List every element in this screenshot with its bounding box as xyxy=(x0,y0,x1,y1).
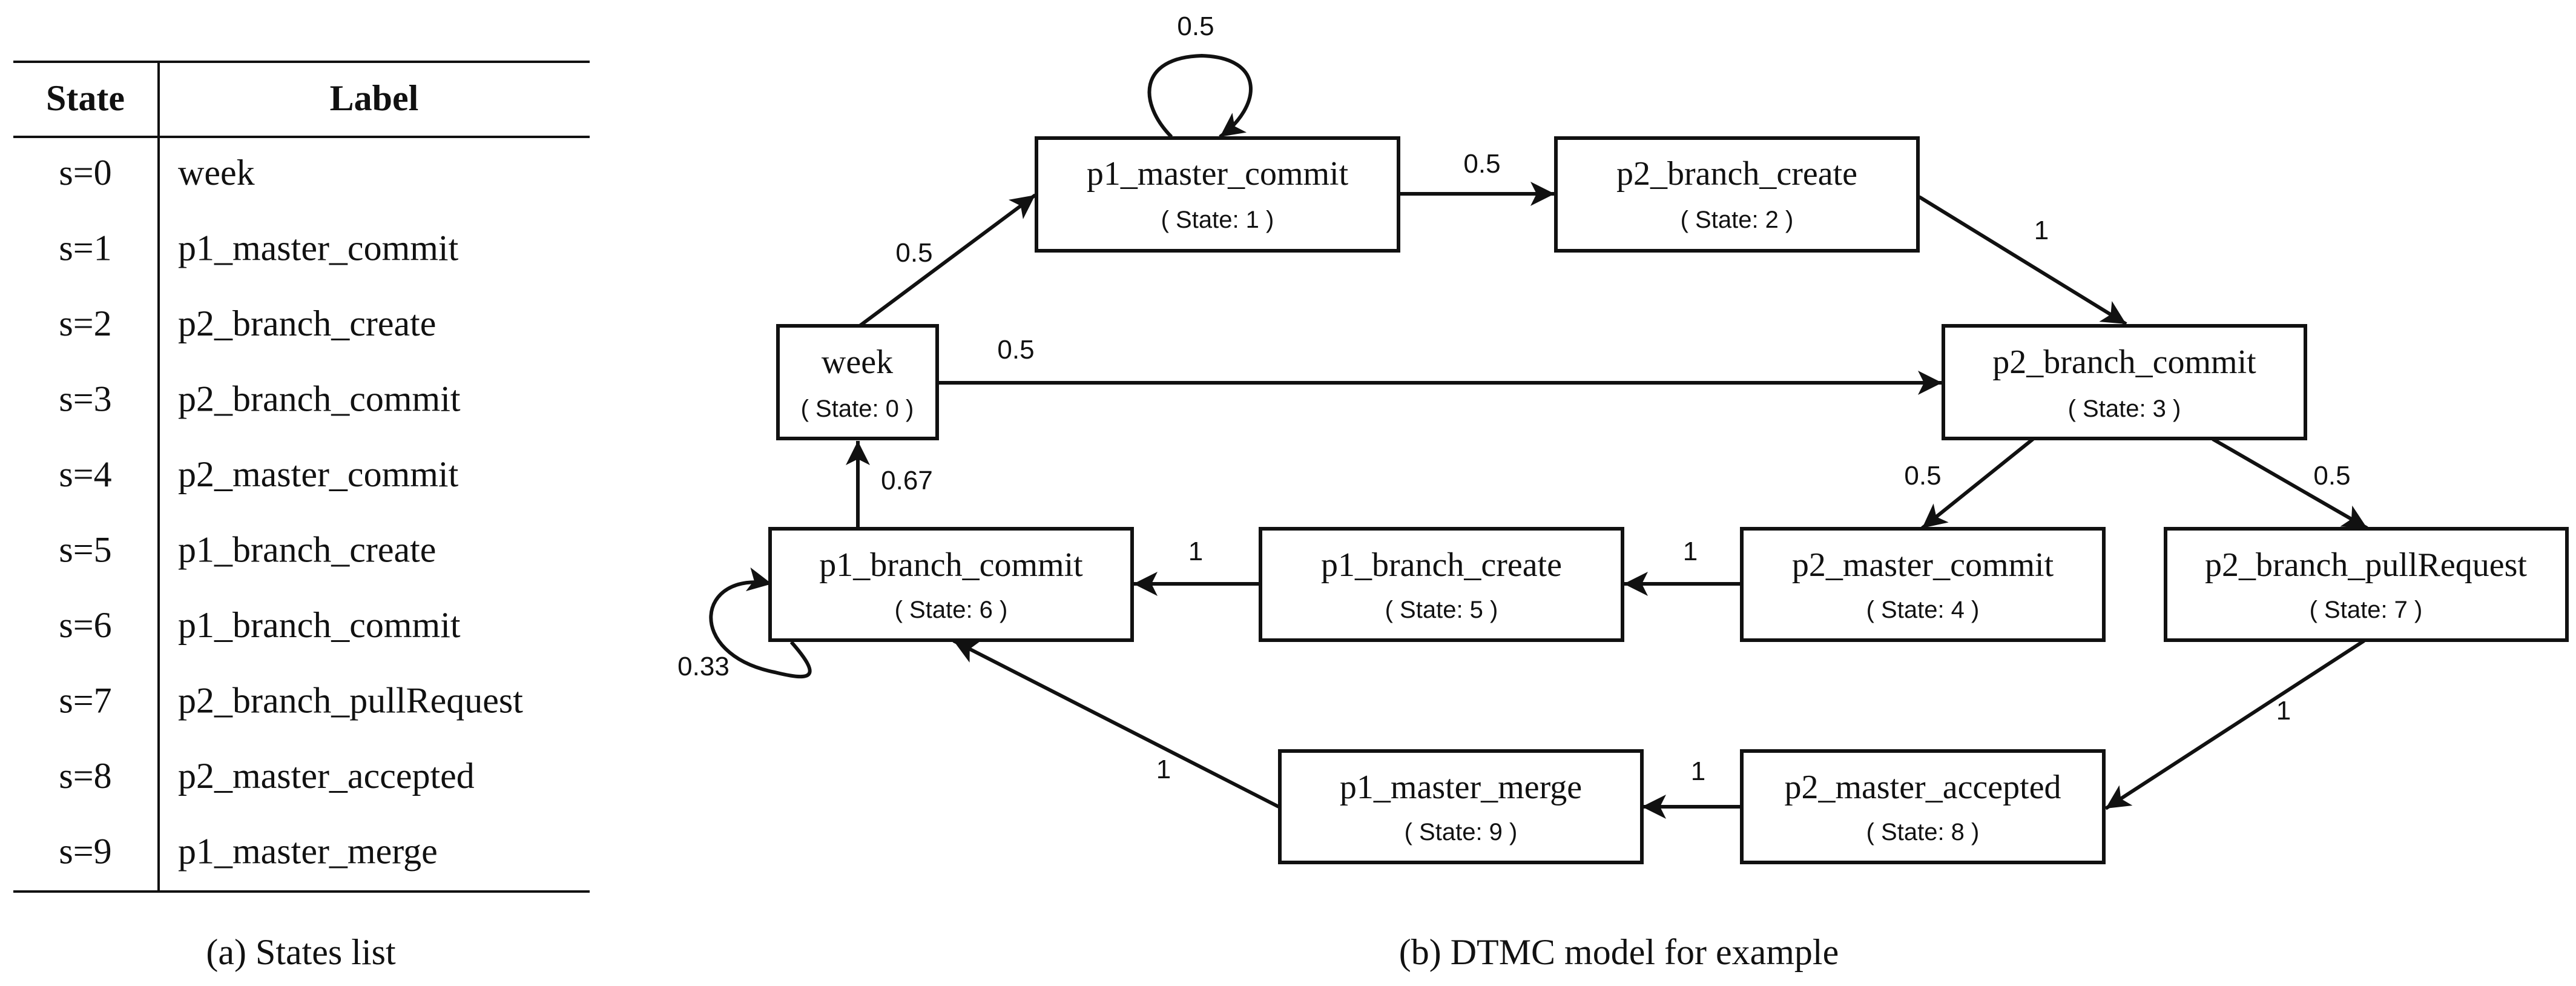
table-row: s=9 p1_master_merge xyxy=(59,832,437,872)
table-row: s=8 p2_master_accepted xyxy=(59,756,474,796)
diagram-caption: (b) DTMC model for example xyxy=(1399,932,1839,972)
table-row: s=5 p1_branch_create xyxy=(59,530,436,570)
node-label: p1_branch_commit xyxy=(819,546,1083,584)
node-label: week xyxy=(822,343,893,381)
node-state-5: p1_branch_create ( State: 5 ) xyxy=(1259,527,1624,642)
node-label: p2_branch_pullRequest xyxy=(2205,546,2527,584)
nodes: week ( State: 0 ) p1_master_commit ( Sta… xyxy=(768,136,2569,864)
table-cell-state: s=3 xyxy=(59,379,111,419)
node-state-6: p1_branch_commit ( State: 6 ) xyxy=(768,527,1134,642)
table-cell-state: s=0 xyxy=(59,153,111,193)
edge-label-9-6: 1 xyxy=(1156,755,1171,784)
table-row: s=4 p2_master_commit xyxy=(59,454,458,494)
edge-label-0-1: 0.5 xyxy=(895,238,932,268)
table-cell-label: p1_branch_commit xyxy=(178,605,461,645)
node-state-9: p1_master_merge ( State: 9 ) xyxy=(1278,749,1644,864)
edge-label-8-9: 1 xyxy=(1691,756,1705,786)
table-cell-label: p2_master_commit xyxy=(178,454,459,494)
node-state-3: p2_branch_commit ( State: 3 ) xyxy=(1942,324,2307,440)
node-state: ( State: 8 ) xyxy=(1866,819,1980,845)
table-header-state: State xyxy=(46,78,125,118)
table-cell-label: p1_branch_create xyxy=(178,530,436,570)
table-row: s=7 p2_branch_pullRequest xyxy=(59,681,523,721)
table-rows: s=0 week s=1 p1_master_commit s=2 p2_branch_c… xyxy=(59,153,523,872)
node-label: p1_branch_create xyxy=(1321,546,1562,584)
edge-2-3 xyxy=(1918,195,2127,326)
edge-9-6 xyxy=(952,639,1280,809)
node-label: p2_master_accepted xyxy=(1784,769,2061,806)
table-cell-state: s=8 xyxy=(59,756,111,796)
table-row: s=0 week xyxy=(59,153,254,193)
table-cell-label: p2_branch_commit xyxy=(178,379,461,419)
table-cell-label: p2_branch_pullRequest xyxy=(178,681,523,721)
node-state: ( State: 6 ) xyxy=(895,597,1008,623)
node-label: p1_master_merge xyxy=(1340,769,1582,806)
edge-label-3-4: 0.5 xyxy=(1904,461,1941,491)
edge-label-7-8: 1 xyxy=(2276,696,2291,726)
table-row: s=2 p2_branch_create xyxy=(59,303,436,343)
edge-3-7 xyxy=(2212,437,2368,530)
table-row: s=1 p1_master_commit xyxy=(59,228,458,268)
edge-label-2-3: 1 xyxy=(2034,216,2049,245)
node-state: ( State: 0 ) xyxy=(801,395,914,422)
edge-6-6 xyxy=(709,567,812,679)
node-state-7: p2_branch_pullRequest ( State: 7 ) xyxy=(2164,527,2569,642)
table-cell-state: s=1 xyxy=(59,228,111,268)
edge-7-8 xyxy=(2104,639,2365,810)
table-header-label: Label xyxy=(330,78,419,118)
edge-label-6-6: 0.33 xyxy=(677,652,730,681)
edge-0-1 xyxy=(858,193,1036,328)
table-cell-label: week xyxy=(178,153,255,193)
edge-label-1-2: 0.5 xyxy=(1463,149,1500,179)
node-state: ( State: 4 ) xyxy=(1866,597,1980,623)
edge-labels: 0.5 0.5 0.5 1 0.5 0.5 0.5 1 1 0.67 0.33 … xyxy=(677,12,2350,786)
edge-label-1-1: 0.5 xyxy=(1177,12,1214,41)
node-state: ( State: 3 ) xyxy=(2068,395,2181,422)
table-cell-state: s=5 xyxy=(59,530,111,570)
table-cell-label: p2_master_accepted xyxy=(178,756,475,796)
edge-3-4 xyxy=(1921,437,2034,530)
node-state-0: week ( State: 0 ) xyxy=(776,324,939,440)
dtmc-diagram: 0.5 0.5 0.5 1 0.5 0.5 0.5 1 1 0.67 0.33 … xyxy=(677,12,2569,972)
table-cell-state: s=6 xyxy=(59,605,111,645)
node-state-8: p2_master_accepted ( State: 8 ) xyxy=(1740,749,2106,864)
edges xyxy=(709,53,2368,819)
node-label: p2_branch_create xyxy=(1616,155,1857,193)
table-cell-label: p1_master_commit xyxy=(178,228,459,268)
table-cell-state: s=2 xyxy=(59,303,111,343)
edge-label-6-0: 0.67 xyxy=(881,466,933,495)
node-state: ( State: 1 ) xyxy=(1161,207,1274,233)
node-label: p2_master_commit xyxy=(1792,546,2054,584)
table-row: s=6 p1_branch_commit xyxy=(59,605,460,645)
edge-1-1 xyxy=(1147,53,1253,139)
table-cell-label: p1_master_merge xyxy=(178,832,438,872)
node-state-1: p1_master_commit ( State: 1 ) xyxy=(1035,136,1400,253)
edge-label-0-3: 0.5 xyxy=(997,335,1034,365)
node-label: p1_master_commit xyxy=(1087,155,1349,193)
edge-label-4-5: 1 xyxy=(1683,537,1698,566)
node-state: ( State: 5 ) xyxy=(1385,597,1498,623)
node-state: ( State: 9 ) xyxy=(1405,819,1518,845)
node-state-2: p2_branch_create ( State: 2 ) xyxy=(1554,136,1920,253)
table-cell-state: s=7 xyxy=(59,681,111,721)
table-row: s=3 p2_branch_commit xyxy=(59,379,460,419)
node-label: p2_branch_commit xyxy=(1992,343,2256,381)
edge-label-3-7: 0.5 xyxy=(2313,461,2350,491)
table-cell-state: s=4 xyxy=(59,454,111,494)
table-cell-state: s=9 xyxy=(59,832,111,872)
node-state: ( State: 2 ) xyxy=(1681,207,1794,233)
table-caption: (a) States list xyxy=(206,932,396,972)
node-state-4: p2_master_commit ( State: 4 ) xyxy=(1740,527,2106,642)
table-cell-label: p2_branch_create xyxy=(178,303,436,343)
node-state: ( State: 7 ) xyxy=(2310,597,2423,623)
edge-label-5-6: 1 xyxy=(1188,537,1203,566)
